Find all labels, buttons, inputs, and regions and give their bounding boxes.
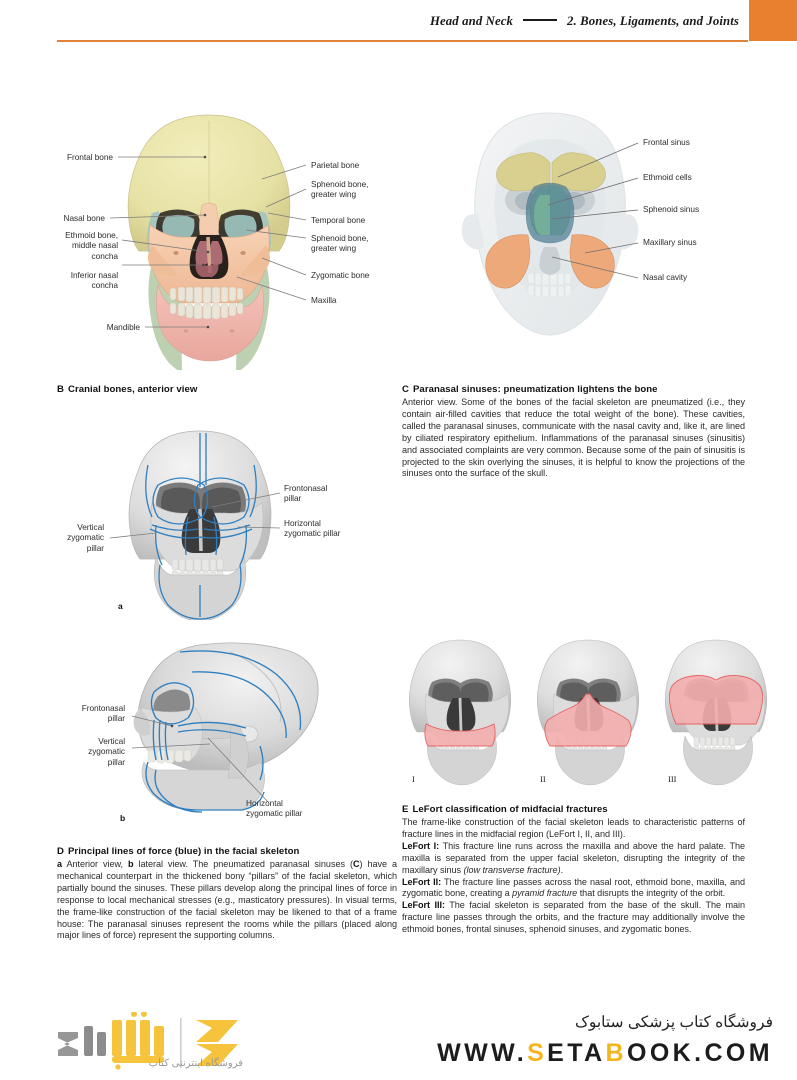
figure-c-illustration (461, 112, 639, 336)
lefort-iii-text: The facial skeleton is separated from th… (402, 900, 746, 935)
running-head-chapter: 2. Bones, Ligaments, and Joints (567, 14, 739, 28)
label-sphenoid-bone-greater-wing-upper: Sphenoid bone, greater wing (311, 179, 369, 200)
figure-c-caption-body: Anterior view. Some of the bones of the … (402, 397, 745, 479)
url-part-2: ETA (547, 1039, 606, 1067)
figure-c-letter: C (402, 384, 409, 395)
figure-d-sub-a-letter: a (118, 601, 123, 611)
url-part-1: S (527, 1039, 548, 1067)
setabook-logo-subtitle: فروشگاه اینترنتی کتاب (148, 1058, 243, 1069)
figure-d-a-illustration (109, 430, 281, 622)
label-ethmoid-cells: Ethmoid cells (643, 172, 692, 182)
label-nasal-bone: Nasal bone (63, 213, 106, 223)
url-part-4: OOK.COM (626, 1039, 773, 1067)
label-frontal-sinus: Frontal sinus (643, 137, 690, 147)
label-zygomatic-bone: Zygomatic bone (311, 270, 370, 280)
figure-d-b-illustration (131, 642, 319, 813)
label-d-b-frontonasal-pillar: Frontonasal pillar (81, 703, 125, 724)
header-dash-icon (523, 19, 558, 21)
label-d-b-horizontal-zygomatic-pillar: Horizontal zygomatic pillar (246, 798, 303, 819)
figure-d-a-anterior-pillars: Frontonasal pillar Horizontal zygomatic … (60, 425, 400, 622)
header-rule (57, 40, 748, 42)
figure-b-title-text: Cranial bones, anterior view (67, 384, 198, 395)
running-head-section: Head and Neck (429, 14, 514, 28)
figure-b-illustration (109, 114, 307, 374)
running-head: Head and Neck 2. Bones, Ligaments, and J… (430, 14, 739, 29)
figure-b-letter: B (57, 384, 64, 395)
label-ethmoid-bone-middle-nasal-concha: Ethmoid bone, middle nasal concha (65, 230, 118, 261)
figure-e-title-text: LeFort classification of midfacial fract… (412, 804, 608, 815)
figure-e-illustration (407, 638, 769, 787)
figure-d-sub-b-letter: b (120, 813, 126, 823)
label-d-a-frontonasal-pillar: Frontonasal pillar (284, 483, 328, 504)
figure-d-letter: D (57, 846, 64, 857)
figure-e-roman-ii: II (540, 774, 546, 784)
label-d-a-horizontal-zygomatic-pillar: Horizontal zygomatic pillar (284, 518, 341, 539)
figure-c-title-text: Paranasal sinuses: pneumatization lighte… (412, 384, 658, 395)
label-d-a-vertical-zygomatic-pillar: Vertical zygomatic pillar (67, 522, 104, 553)
lefort-item-2: LeFort II: The fracture line passes acro… (402, 877, 745, 901)
setabook-logo (48, 1011, 303, 1074)
figure-e-letter: E (402, 804, 409, 815)
figure-d-caption-body: a Anterior view, b lateral view. The pne… (57, 859, 397, 942)
lefort-ii-text: The fracture line passes across the nasa… (402, 876, 746, 899)
label-inferior-nasal-concha: Inferior nasal concha (70, 270, 118, 291)
lefort-iii-term: LeFort III: (402, 900, 445, 911)
figure-e-intro: The frame-like construction of the facia… (402, 817, 745, 839)
figure-e-roman-i: I (412, 774, 415, 784)
url-part-0: WWW. (437, 1039, 528, 1067)
figure-d-b-lateral-pillars: Frontonasal pillar Vertical zygomatic pi… (60, 638, 400, 833)
lefort-item-3: LeFort III: The facial skeleton is separ… (402, 900, 745, 936)
setabook-logo-mark (58, 1011, 238, 1070)
label-frontal-bone: Frontal bone (67, 152, 113, 162)
label-d-b-vertical-zygomatic-pillar: Vertical zygomatic pillar (88, 736, 125, 767)
label-maxillary-sinus: Maxillary sinus (643, 237, 697, 247)
label-sphenoid-sinus: Sphenoid sinus (643, 204, 700, 214)
setabook-persian-title: فروشگاه کتاب پزشکی ستابوک (574, 1014, 773, 1031)
figure-d-title-text: Principal lines of force (blue) in the f… (67, 846, 300, 857)
page-header: Head and Neck 2. Bones, Ligaments, and J… (0, 0, 797, 45)
lefort-ii-term: LeFort II: (402, 876, 442, 887)
setabook-url: WWW.SETABOOK.COM (437, 1038, 773, 1068)
lefort-i-term: LeFort I: (402, 840, 440, 851)
label-sphenoid-bone-greater-wing-lower: Sphenoid bone, greater wing (311, 233, 369, 254)
figure-c-paranasal-sinuses: Frontal sinus Ethmoid cells Sphenoid sin… (400, 95, 797, 370)
header-orange-tab (749, 0, 797, 41)
label-mandible: Mandible (106, 322, 140, 332)
setabook-text-block: فروشگاه کتاب پزشکی ستابوک WWW.SETABOOK.C… (437, 1012, 773, 1068)
lefort-i-text: This fracture line runs across the maxil… (402, 840, 746, 875)
figure-e-roman-iii: III (668, 774, 677, 784)
lefort-item-1: LeFort I: This fracture line runs across… (402, 841, 745, 877)
figure-b-cranial-bones: Frontal bone Nasal bone Ethmoid bone, mi… (0, 95, 400, 374)
figure-d-body-lead: a (57, 859, 63, 869)
label-temporal-bone: Temporal bone (311, 215, 366, 225)
figure-e-lefort-fractures: I II III (400, 632, 797, 797)
label-parietal-bone: Parietal bone (311, 160, 360, 170)
label-nasal-cavity: Nasal cavity (643, 272, 688, 282)
figure-d-body-text: Anterior view, b lateral view. The pneum… (57, 859, 397, 941)
label-maxilla: Maxilla (311, 295, 337, 305)
url-part-3: B (605, 1039, 627, 1067)
